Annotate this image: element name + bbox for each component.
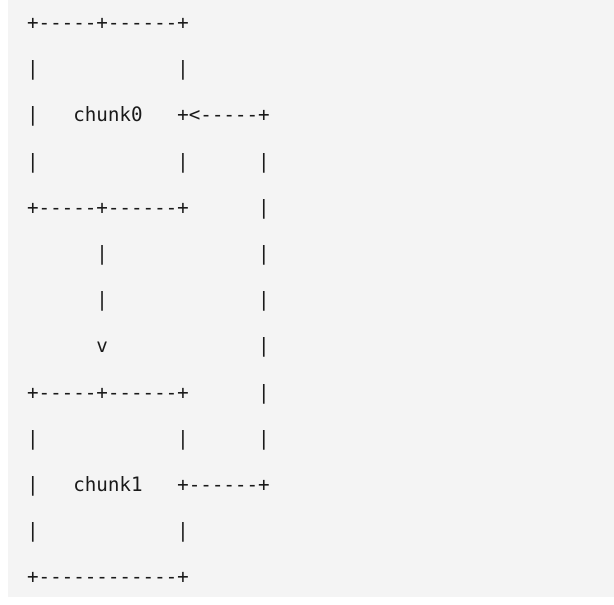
diagram-line-bottom-border-chunk1: +------------+ [27,565,189,589]
ascii-diagram: +-----+------+ | | | chunk0 +<-----+ | | | +… [27,0,270,600]
diagram-line-arrow-shaft: | | [27,288,270,312]
diagram-line: | | | [27,149,270,173]
diagram-line-top-border-chunk1: +-----+------+ | [27,380,270,404]
diagram-line-arrow-head: v | [27,334,270,358]
diagram-line-bottom-border-chunk0: +-----+------+ | [27,195,270,219]
diagram-line-arrow-shaft: | | [27,241,270,265]
diagram-line-chunk0-label: | chunk0 +<-----+ [27,103,270,127]
diagram-line-chunk1-label: | chunk1 +------+ [27,472,270,496]
diagram-line: | | [27,519,189,543]
diagram-line: | | [27,57,189,81]
code-block: +-----+------+ | | | chunk0 +<-----+ | | | +… [8,0,614,597]
diagram-line: | | | [27,426,270,450]
diagram-line-top-border-chunk0: +-----+------+ [27,11,189,34]
